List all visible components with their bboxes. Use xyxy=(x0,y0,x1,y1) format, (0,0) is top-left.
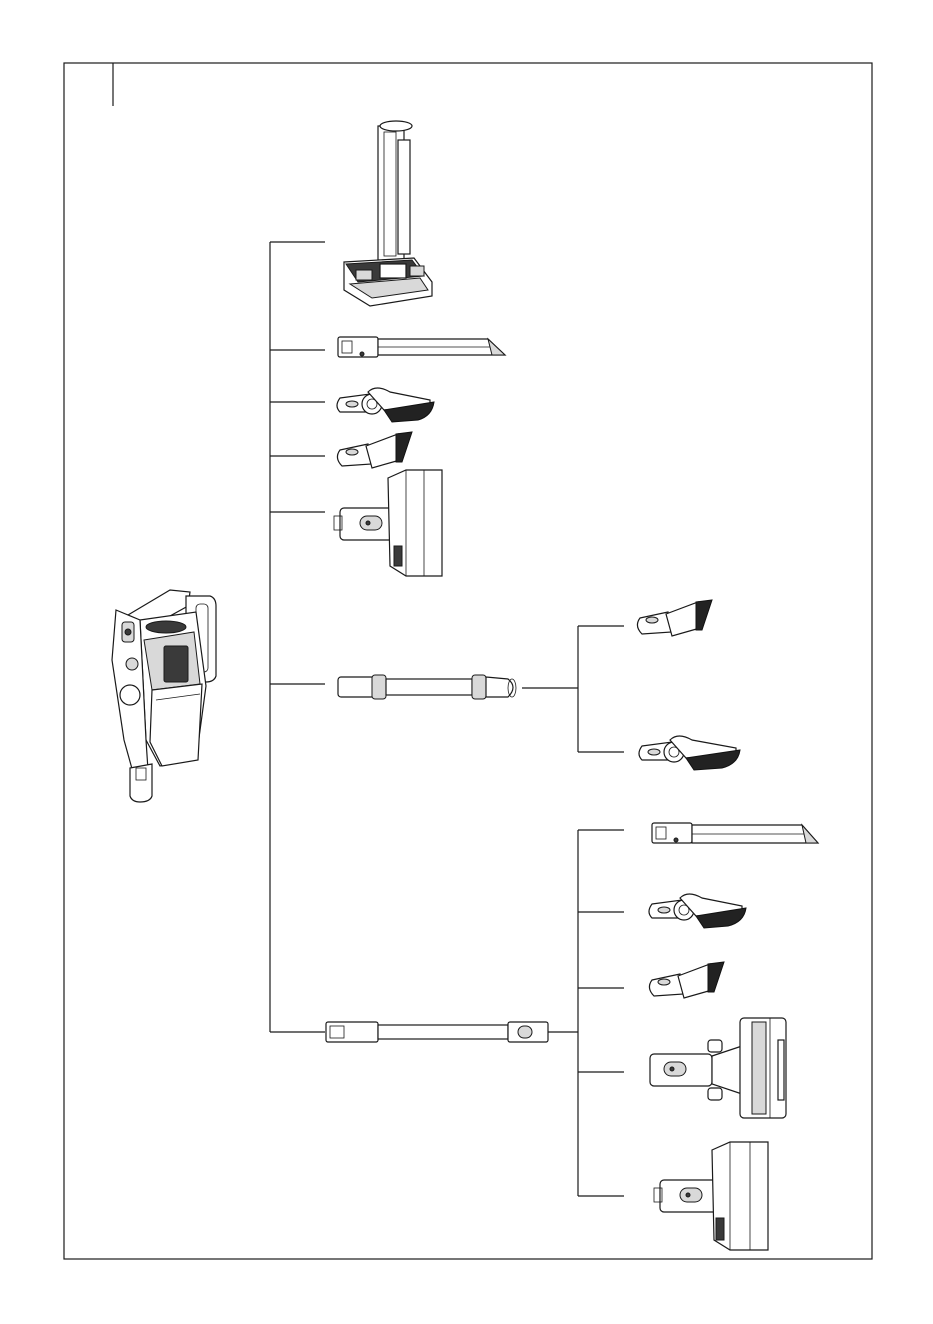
handheld-vacuum-icon xyxy=(112,590,216,802)
floor-head-icon xyxy=(650,1018,786,1118)
upholstery-brush-icon xyxy=(337,432,412,468)
long-wand-branch xyxy=(578,830,624,1196)
trunk-connector xyxy=(270,242,325,1032)
upholstery-brush-icon xyxy=(649,962,724,998)
upholstery-brush-icon xyxy=(637,600,712,636)
short-tube-icon xyxy=(338,675,516,699)
crevice-tool-icon xyxy=(652,823,818,843)
mini-turbo-head-icon xyxy=(654,1142,768,1250)
long-wand-icon xyxy=(326,1022,578,1042)
mini-turbo-head-icon xyxy=(334,470,442,576)
crevice-tool-icon xyxy=(338,337,505,357)
dusting-brush-icon xyxy=(337,388,434,422)
short-tube-branch xyxy=(522,626,624,752)
dusting-brush-icon xyxy=(639,736,740,770)
upright-stand-icon xyxy=(344,121,432,306)
dusting-brush-icon xyxy=(649,894,746,928)
